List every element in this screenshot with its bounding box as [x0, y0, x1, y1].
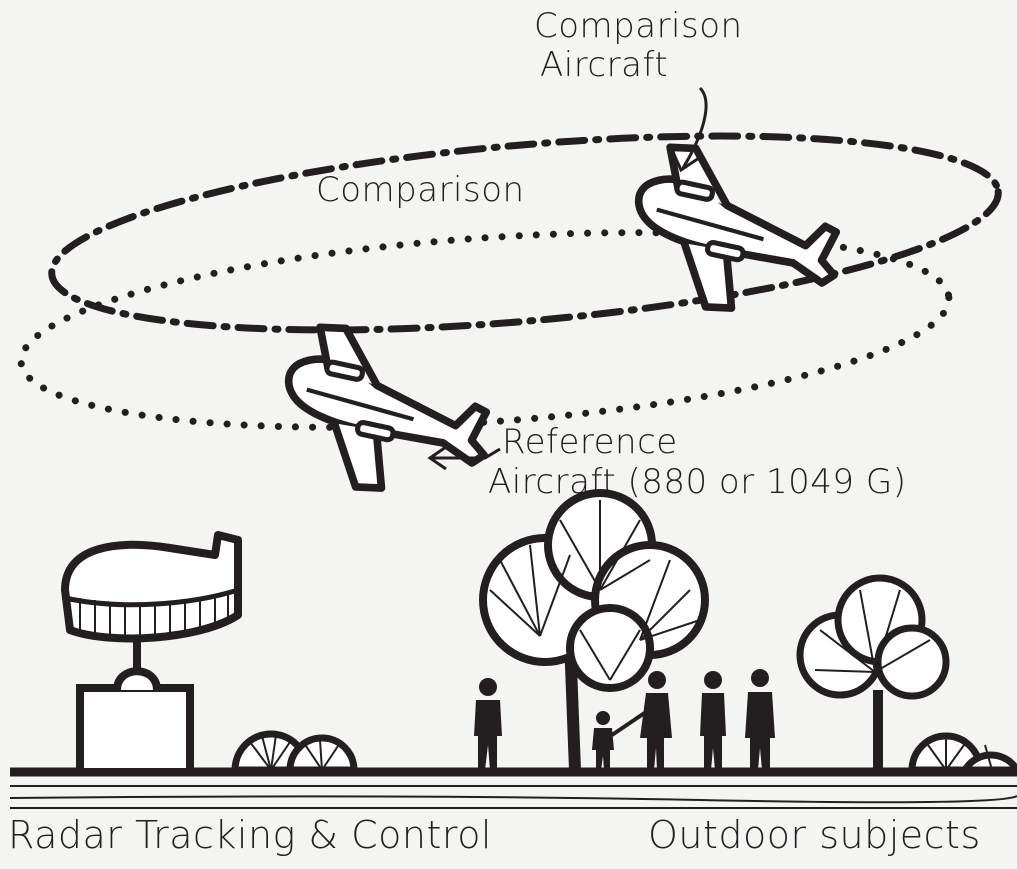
- ground-line-3: [9, 795, 1017, 804]
- comparison-aircraft-label-line2: Aircraft: [540, 45, 669, 85]
- comparison-aircraft-arrow: [681, 86, 708, 169]
- child-icon: [592, 710, 648, 770]
- tree-icon: [479, 489, 709, 771]
- shrub-icon-right: [908, 732, 1017, 774]
- comparison-aircraft-label-line1: Comparison: [534, 6, 743, 46]
- radar-antenna-icon: [61, 531, 242, 776]
- reference-aircraft-arrowhead: [427, 445, 447, 471]
- comparison-orbit-label: Comparison: [316, 170, 525, 210]
- person-icon: [474, 678, 502, 770]
- comparison-flight-path: [48, 132, 1002, 334]
- reference-aircraft-icon: [270, 319, 504, 512]
- shrub-icon: [231, 730, 358, 774]
- tree-icon-right: [796, 574, 950, 770]
- radar-label: Radar Tracking & Control: [8, 813, 492, 857]
- person-icon-4: [745, 669, 775, 770]
- reference-aircraft-label-line1: Reference: [502, 422, 678, 462]
- outdoor-subjects-label: Outdoor subjects: [648, 813, 981, 857]
- reference-flight-path: [17, 229, 953, 431]
- comparison-aircraft-arrowhead: [670, 149, 700, 173]
- reference-aircraft-arrow: [432, 447, 501, 460]
- person-icon-2: [640, 671, 672, 770]
- reference-aircraft-label-line2: Aircraft (880 or 1049 G): [488, 462, 907, 502]
- person-icon-3: [700, 671, 726, 770]
